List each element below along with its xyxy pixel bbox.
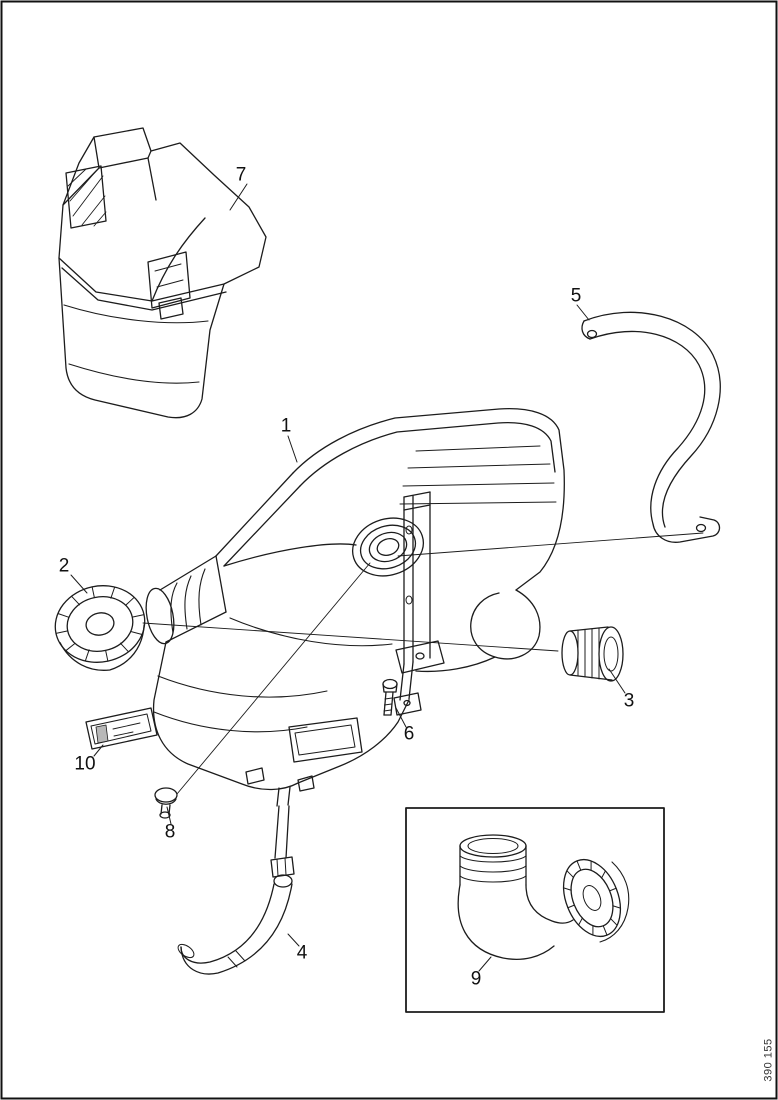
callout-10: 10 bbox=[74, 753, 96, 775]
part-4-drain-hose bbox=[177, 805, 295, 975]
callout-9: 9 bbox=[470, 968, 482, 990]
assembly-axis-lines bbox=[142, 532, 704, 795]
callout-leader-lines bbox=[70, 183, 626, 972]
part-2-filler-cap bbox=[54, 585, 146, 671]
callout-5: 5 bbox=[570, 285, 582, 307]
callout-3: 3 bbox=[623, 690, 635, 712]
callout-8: 8 bbox=[164, 821, 176, 843]
part-8-plug bbox=[154, 787, 178, 819]
callout-7: 7 bbox=[235, 164, 247, 186]
part-5-retaining-strap bbox=[581, 311, 721, 543]
inset-box bbox=[405, 807, 665, 1013]
part-7-reservoir-with-cover bbox=[58, 127, 267, 419]
part-10-label-plate bbox=[85, 707, 158, 750]
part-1-expansion-tank bbox=[145, 408, 565, 807]
part-9-elbow-connector bbox=[457, 834, 630, 961]
callout-4: 4 bbox=[296, 942, 308, 964]
part-3-cap bbox=[561, 626, 624, 682]
callout-2: 2 bbox=[58, 555, 70, 577]
callout-1: 1 bbox=[280, 415, 292, 437]
figure-number: 390 155 bbox=[762, 1038, 775, 1082]
callout-6: 6 bbox=[403, 723, 415, 745]
part-6-screw bbox=[382, 678, 398, 716]
